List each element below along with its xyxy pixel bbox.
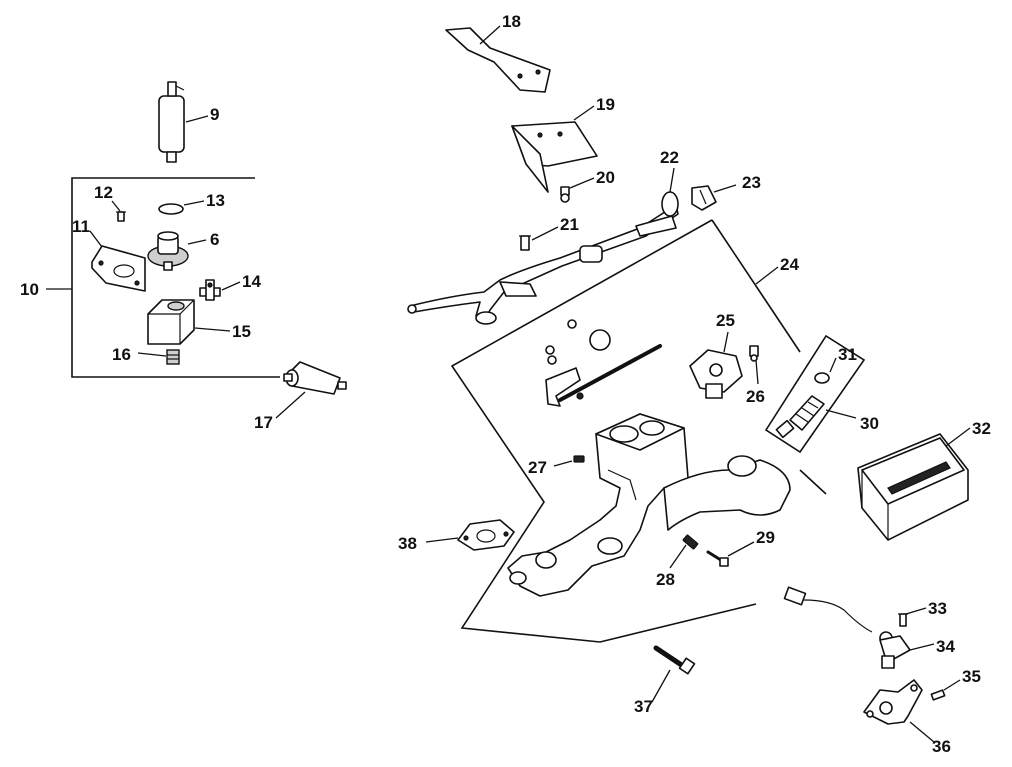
- leader-25: [723, 331, 729, 353]
- fuel-filter-part-17: [283, 361, 347, 395]
- injector-group-frame-30: [764, 334, 866, 454]
- callout-33: 33: [928, 599, 947, 618]
- callout-32: 32: [972, 419, 991, 438]
- fuel-pump-part-9: [158, 81, 185, 163]
- leader-34: [909, 643, 935, 651]
- stud-part-27: [573, 455, 585, 463]
- leader-9: [185, 115, 209, 123]
- callout-17: 17: [254, 413, 273, 432]
- leader-33: [905, 607, 927, 615]
- screw-part-35: [930, 689, 946, 701]
- pressure-regulator-part-6: [147, 231, 189, 271]
- callout-18: 18: [502, 12, 521, 31]
- crank-sensor-part-34: [879, 631, 911, 669]
- leader-38: [425, 537, 459, 543]
- leader-16: [137, 352, 167, 357]
- callout-38: 38: [398, 534, 417, 553]
- leader-35: [943, 679, 961, 691]
- gasket-part-38: [457, 519, 515, 551]
- bracket-part-19: [511, 121, 598, 193]
- leader-31: [829, 357, 837, 373]
- callout-30: 30: [860, 414, 879, 433]
- callout-25: 25: [716, 311, 735, 330]
- bolt-part-20: [560, 186, 570, 203]
- leader-23: [713, 184, 737, 193]
- leader-30: [825, 409, 857, 419]
- leader-lines: [46, 25, 971, 743]
- callout-6: 6: [210, 230, 219, 249]
- callout-16: 16: [112, 345, 131, 364]
- callout-36: 36: [932, 737, 951, 756]
- leader-14: [221, 281, 241, 291]
- leader-20: [569, 177, 595, 189]
- filter-housing-part-15: [147, 299, 195, 345]
- callout-21: 21: [560, 215, 579, 234]
- regulator-group-frame-10: [71, 177, 280, 378]
- leader-36: [909, 721, 935, 743]
- leader-17: [275, 391, 306, 419]
- fuel-injector: [775, 395, 825, 439]
- throttle-shaft-assembly: [545, 319, 662, 407]
- tee-fitting-part-14: [199, 279, 221, 301]
- leader-6: [187, 239, 207, 245]
- o-ring-part-31: [814, 372, 830, 384]
- callout-labels: 9 10 11 12 13 6 14 15 16 17 18 19 20 21 …: [20, 12, 991, 756]
- callout-19: 19: [596, 95, 615, 114]
- callout-24: 24: [780, 255, 799, 274]
- callout-28: 28: [656, 570, 675, 589]
- coolant-tube-part-22: [407, 191, 679, 325]
- callout-23: 23: [742, 173, 761, 192]
- ecu-module-part-32: [857, 433, 969, 541]
- callout-10: 10: [20, 280, 39, 299]
- callout-20: 20: [596, 168, 615, 187]
- callout-11: 11: [72, 217, 90, 236]
- leader-27: [553, 460, 573, 467]
- o-ring-part-13: [158, 203, 184, 215]
- callout-14: 14: [242, 272, 261, 291]
- stud-part-28: [682, 534, 699, 550]
- leader-12: [111, 200, 121, 212]
- leader-19: [573, 105, 595, 121]
- bracket-part-18: [445, 27, 551, 93]
- leader-13: [183, 200, 205, 206]
- leader-32: [945, 427, 971, 447]
- leader-22: [669, 167, 675, 193]
- callout-13: 13: [206, 191, 225, 210]
- leader-11: [89, 230, 103, 248]
- callout-26: 26: [746, 387, 765, 406]
- screw-part-29: [706, 550, 729, 567]
- fitting-part-16: [166, 349, 180, 365]
- bracket-part-11: [91, 245, 146, 292]
- sensor-cable-harness: [783, 586, 873, 633]
- throttle-sensor-part-25: [689, 349, 743, 399]
- callout-31: 31: [838, 345, 857, 364]
- screw-part-26: [749, 345, 759, 362]
- callout-29: 29: [756, 528, 775, 547]
- intake-manifold: [507, 413, 791, 597]
- leader-29: [727, 541, 755, 557]
- leader-26: [755, 359, 759, 385]
- leader-28: [669, 544, 687, 569]
- callout-9: 9: [210, 105, 219, 124]
- callout-22: 22: [660, 148, 679, 167]
- bolt-part-37: [653, 645, 696, 675]
- leader-21: [531, 226, 559, 241]
- callout-27: 27: [528, 458, 547, 477]
- callout-37: 37: [634, 697, 653, 716]
- screw-part-33: [898, 613, 908, 627]
- bolt-part-21: [519, 235, 531, 251]
- sensor-bracket-part-36: [863, 679, 923, 725]
- callout-12: 12: [94, 183, 113, 202]
- leader-37: [651, 669, 671, 703]
- callout-35: 35: [962, 667, 981, 686]
- manifold-group-frame-24: [450, 219, 827, 643]
- leader-24: [755, 266, 779, 285]
- callout-15: 15: [232, 322, 251, 341]
- leader-18: [479, 25, 501, 45]
- screw-part-12: [116, 211, 126, 222]
- clip-part-23: [691, 185, 717, 211]
- callout-34: 34: [936, 637, 955, 656]
- leader-15: [194, 327, 231, 332]
